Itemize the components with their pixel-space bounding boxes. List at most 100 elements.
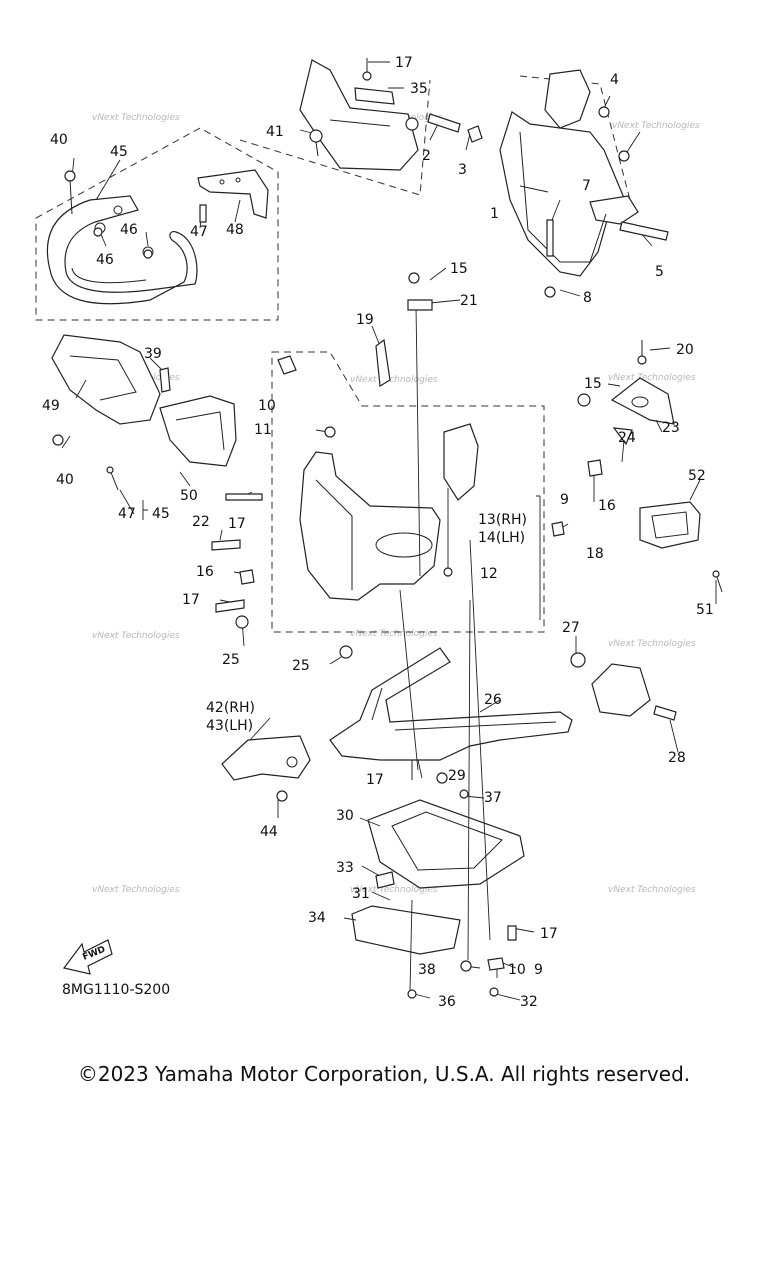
callout-22: 22 [192, 514, 210, 530]
callout-19: 19 [356, 312, 374, 328]
panel-group-line [239, 79, 431, 196]
callouts: 17 35 41 2 3 4 1 7 5 8 40 45 46 46 47 48… [42, 55, 714, 1010]
callout-33: 33 [336, 860, 354, 876]
callout-43-lh: 43(LH) [206, 718, 253, 734]
callout-49: 49 [42, 398, 60, 414]
watermark: vNext Technologies [92, 113, 180, 123]
callout-10: 10 [258, 398, 276, 414]
callout-45: 45 [110, 144, 128, 160]
callout-48: 48 [226, 222, 244, 238]
callout-16: 16 [196, 564, 214, 580]
callout-38: 38 [418, 962, 436, 978]
watermark: vNext Technologies [350, 375, 438, 385]
watermark: vNext Technologies [350, 885, 438, 895]
skid-plate-34 [351, 905, 461, 955]
callout-21: 21 [460, 293, 478, 309]
callout-41: 41 [266, 124, 284, 140]
right-plate [610, 377, 675, 446]
callout-10: 10 [508, 962, 526, 978]
bracket-group-line [519, 75, 631, 201]
callout-18: 18 [586, 546, 604, 562]
callout-17: 17 [540, 926, 558, 942]
callout-47: 47 [190, 224, 208, 240]
callout-39: 39 [144, 346, 162, 362]
guard-group-box [35, 127, 279, 321]
left-skid-plates [51, 334, 237, 467]
front-guard-bar [46, 195, 198, 305]
callout-2: 2 [422, 148, 431, 164]
watermark: vNext Technologies [608, 373, 696, 383]
callout-17: 17 [395, 55, 413, 71]
callout-13-rh: 13(RH) [478, 512, 527, 528]
callout-4: 4 [610, 72, 619, 88]
callout-15: 15 [584, 376, 602, 392]
callout-26: 26 [484, 692, 502, 708]
callout-28: 28 [668, 750, 686, 766]
guard-bracket [197, 169, 269, 219]
right-mount [591, 663, 651, 717]
callout-42-rh: 42(RH) [206, 700, 255, 716]
leader-lines [61, 61, 717, 1001]
callout-5: 5 [655, 264, 664, 280]
callout-15: 15 [450, 261, 468, 277]
callout-30: 30 [336, 808, 354, 824]
callout-16: 16 [598, 498, 616, 514]
callout-1: 1 [490, 206, 499, 222]
callout-9: 9 [560, 492, 569, 508]
watermark: vNext Technologies [608, 885, 696, 895]
callout-51: 51 [696, 602, 714, 618]
callout-29: 29 [448, 768, 466, 784]
lower-cross-frame [329, 647, 573, 761]
callout-17: 17 [182, 592, 200, 608]
frame-group-box [271, 351, 545, 633]
callout-47: 47 [118, 506, 136, 522]
callout-34: 34 [308, 910, 326, 926]
skid-plate-30 [367, 799, 525, 889]
callout-24: 24 [618, 430, 636, 446]
callout-40: 40 [50, 132, 68, 148]
group-boxes [35, 75, 631, 633]
callout-25: 25 [292, 658, 310, 674]
callout-36: 36 [438, 994, 456, 1010]
callout-7: 7 [582, 178, 591, 194]
watermark: vNext Technologies [608, 639, 696, 649]
callout-27: 27 [562, 620, 580, 636]
callout-17: 17 [228, 516, 246, 532]
callout-12: 12 [480, 566, 498, 582]
callout-3: 3 [458, 162, 467, 178]
callout-50: 50 [180, 488, 198, 504]
arrow-icon [62, 939, 113, 975]
watermark: vNext Technologies [350, 629, 438, 639]
callout-20: 20 [676, 342, 694, 358]
callout-23: 23 [662, 420, 680, 436]
diagram-code: 8MG1110-S200 [62, 982, 170, 998]
callout-52: 52 [688, 468, 706, 484]
callout-11: 11 [254, 422, 272, 438]
callout-25: 25 [222, 652, 240, 668]
watermark: vNext Technologies [612, 121, 700, 131]
watermark: vNext Technologies [92, 631, 180, 641]
upper-cover-panel [299, 59, 419, 171]
fwd-arrow: FWD [62, 939, 113, 975]
front-bumper-bracket [499, 69, 639, 277]
watermark: vNext Technologies [92, 885, 180, 895]
callout-37: 37 [484, 790, 502, 806]
side-bracket-52 [639, 501, 701, 549]
callout-8: 8 [583, 290, 592, 306]
callout-31: 31 [352, 886, 370, 902]
callout-14-lh: 14(LH) [478, 530, 525, 546]
callout-35: 35 [410, 81, 428, 97]
callout-44: 44 [260, 824, 278, 840]
callout-46: 46 [96, 252, 114, 268]
fasteners [52, 58, 723, 999]
callout-9: 9 [534, 962, 543, 978]
copyright-notice: ©2023 Yamaha Motor Corporation, U.S.A. A… [77, 1062, 691, 1086]
callout-40: 40 [56, 472, 74, 488]
main-frame-front [299, 423, 479, 601]
callout-45: 45 [152, 506, 170, 522]
lower-side-bracket [221, 735, 311, 781]
callout-32: 32 [520, 994, 538, 1010]
callout-46: 46 [120, 222, 138, 238]
callout-17: 17 [366, 772, 384, 788]
